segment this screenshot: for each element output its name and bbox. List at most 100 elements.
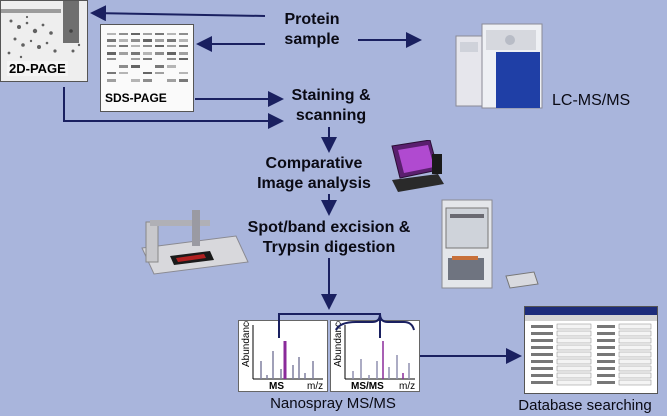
form-field <box>618 344 652 351</box>
spot-picker-drawing <box>141 210 249 275</box>
form-field <box>618 379 652 386</box>
gel-sdspage-image: SDS-PAGE <box>100 24 194 112</box>
gel-band <box>167 58 176 60</box>
gel-band <box>107 33 116 35</box>
gel-band <box>107 72 116 74</box>
ms-xunit: m/z <box>307 381 323 391</box>
form-label <box>531 346 553 349</box>
gel-band <box>131 58 140 60</box>
digestion-robot-image <box>440 198 542 292</box>
gel-band <box>143 58 152 60</box>
ms-ylabel: Abundance <box>241 321 252 367</box>
form-field <box>556 358 592 365</box>
form-field <box>618 337 652 344</box>
form-label <box>597 353 615 356</box>
gel-band <box>131 45 140 47</box>
form-field <box>618 358 652 365</box>
form-field <box>556 344 592 351</box>
form-field <box>556 379 592 386</box>
gel-sdspage-label: SDS-PAGE <box>105 91 167 105</box>
msms-spectrum-drawing: Abundance m/z MS/MS <box>333 316 415 392</box>
form-field <box>556 351 592 358</box>
gel-band <box>143 33 152 35</box>
step-nanospray: Nanospray MS/MS <box>270 395 396 412</box>
form-label <box>597 367 615 370</box>
gel-2dpage-label: 2D-PAGE <box>7 61 68 76</box>
form-label <box>597 346 615 349</box>
gel-band <box>167 65 176 68</box>
gel-band <box>143 39 152 42</box>
gel-sdspage-bands <box>101 25 193 111</box>
gel-band <box>179 72 188 74</box>
form-label <box>531 374 553 377</box>
gel-band <box>179 39 188 42</box>
gel-band <box>155 52 164 55</box>
arrow-2d-to-staining <box>63 87 284 129</box>
gel-band <box>167 52 176 55</box>
gel-band <box>119 45 128 47</box>
computer-drawing <box>391 139 444 192</box>
gel-band <box>179 58 188 60</box>
gel-band <box>107 58 116 60</box>
form-label <box>531 332 553 335</box>
gel-band <box>155 33 164 35</box>
gel-band <box>143 45 152 47</box>
arrow-to-2dpage <box>90 5 266 22</box>
ms-spectrum-drawing: Abundance m/z MS <box>241 316 323 392</box>
gel-band <box>167 45 176 47</box>
form-field <box>618 351 652 358</box>
gel-band <box>119 33 128 35</box>
gel-band <box>179 45 188 47</box>
gel-band <box>107 39 116 42</box>
form-label <box>531 353 553 356</box>
msms-panel-label: MS/MS <box>351 381 384 391</box>
gel-band <box>167 33 176 35</box>
form-field <box>618 323 652 330</box>
form-field <box>618 372 652 379</box>
gel-band <box>131 79 140 82</box>
gel-band <box>167 79 176 82</box>
msms-spectrum-panel: Abundance m/z MS/MS <box>330 316 420 392</box>
form-field <box>556 330 592 337</box>
digestion-robot-drawing <box>441 199 539 289</box>
form-label <box>597 381 615 384</box>
msms-xunit: m/z <box>399 381 415 391</box>
database-screenshot-image <box>524 306 658 394</box>
form-field <box>556 372 592 379</box>
gel-band <box>119 65 128 68</box>
gel-band <box>155 39 164 42</box>
gel-band <box>179 79 188 82</box>
step-staining-scanning: Staining & scanning <box>291 87 371 124</box>
form-field <box>556 323 592 330</box>
database-screenshot-drawing <box>525 307 657 386</box>
step-protein-sample: Protein sample <box>284 11 340 48</box>
form-label <box>597 332 615 335</box>
form-field <box>618 365 652 372</box>
form-label <box>597 360 615 363</box>
gel-band <box>119 39 128 42</box>
gel-band <box>155 72 164 74</box>
ms-spectrum-panel: Abundance m/z MS <box>238 316 328 392</box>
step-lcms: LC-MS/MS <box>552 92 631 109</box>
gel-band <box>131 39 140 42</box>
computer-image <box>386 139 446 196</box>
gel-band <box>167 39 176 42</box>
form-label <box>597 339 615 342</box>
gel-band <box>131 33 140 35</box>
form-label <box>531 339 553 342</box>
lcms-instrument-drawing <box>455 23 543 109</box>
form-label <box>531 381 553 384</box>
step-database-search: Database searching <box>518 397 652 414</box>
ms-panel-label: MS <box>269 381 284 391</box>
gel-band <box>143 79 152 82</box>
form-label <box>597 325 615 328</box>
step-comparative-analysis: Comparative Image analysis <box>257 155 371 192</box>
gel-band <box>131 52 140 55</box>
gel-band <box>179 52 188 55</box>
gel-band <box>107 45 116 47</box>
spot-picker-image <box>140 208 250 276</box>
gel-band <box>107 79 116 82</box>
step-spot-excision: Spot/band excision & Trypsin digestion <box>247 219 411 256</box>
